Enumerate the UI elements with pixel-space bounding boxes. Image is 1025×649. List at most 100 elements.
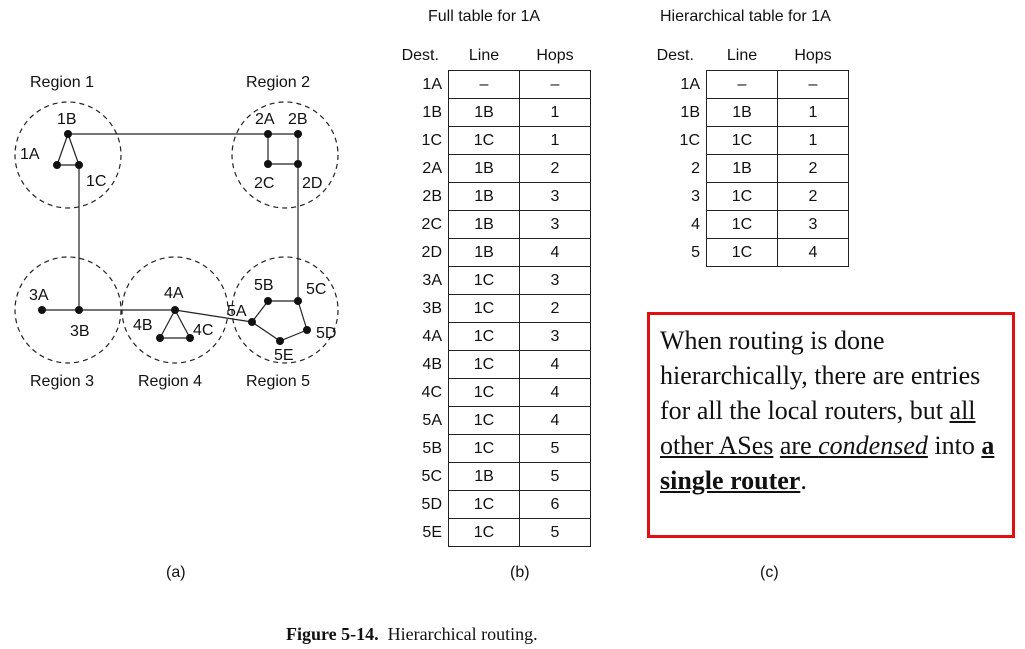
annotation-box: When routing is done hierarchically, the…	[647, 312, 1015, 538]
router-3A-node	[38, 306, 46, 314]
dest-cell: 2	[691, 159, 700, 177]
router-5B-node	[264, 297, 272, 305]
note-bold: a single router	[660, 431, 995, 495]
router-1B-node	[64, 130, 72, 138]
line-cell: 1C	[448, 490, 520, 519]
line-cell: 1B	[448, 210, 520, 239]
router-2A-node	[264, 130, 272, 138]
hops-cell: –	[777, 70, 849, 99]
router-4A-node	[171, 306, 179, 314]
hops-cell: –	[519, 70, 591, 99]
dest-cell: 1C	[421, 131, 442, 149]
router-5E-node	[276, 337, 284, 345]
router-label: 5C	[306, 281, 326, 298]
region-2-circle	[231, 101, 339, 209]
hops-cell: 4	[519, 350, 591, 379]
column-header: Dest.	[401, 47, 439, 65]
router-label: 3B	[70, 323, 90, 340]
hops-cell: 5	[519, 434, 591, 463]
dest-cell: 2D	[421, 243, 442, 261]
router-5D-node	[303, 326, 311, 334]
hier-table-label: (c)	[760, 564, 779, 581]
line-cell: 1C	[448, 406, 520, 435]
dest-cell: 4C	[421, 383, 442, 401]
dest-cell: 4B	[422, 355, 442, 373]
note-underlined: are	[779, 431, 819, 460]
router-label: 4A	[164, 285, 184, 302]
line-cell: 1C	[448, 266, 520, 295]
line-cell: 1C	[706, 238, 778, 267]
hops-cell: 6	[519, 490, 591, 519]
hops-cell: 1	[777, 126, 849, 155]
note-text: When routing is done hierarchically, the…	[660, 326, 981, 425]
dest-cell: 3B	[422, 299, 442, 317]
router-label: 2B	[288, 111, 308, 128]
line-cell: 1C	[706, 182, 778, 211]
dest-cell: 3	[691, 187, 700, 205]
hops-cell: 4	[519, 238, 591, 267]
dest-cell: 5C	[421, 467, 442, 485]
line-cell: –	[706, 70, 778, 99]
line-cell: 1C	[448, 350, 520, 379]
router-label: 1C	[86, 173, 106, 190]
router-label: 5A	[227, 303, 247, 320]
hops-cell: 3	[519, 210, 591, 239]
dest-cell: 5B	[422, 439, 442, 457]
line-cell: –	[448, 70, 520, 99]
line-cell: 1B	[448, 154, 520, 183]
table-row: 1A––	[392, 70, 591, 99]
line-cell: 1C	[706, 210, 778, 239]
router-label: 5E	[274, 347, 294, 364]
hops-cell: 4	[519, 406, 591, 435]
note-underlined: all other ASes	[660, 396, 976, 460]
dest-cell: 5D	[421, 495, 442, 513]
column-header: Line	[468, 47, 500, 64]
router-label: 4B	[133, 317, 153, 334]
figure-caption: Figure 5-14. Hierarchical routing.	[286, 624, 538, 645]
router-4C-node	[186, 334, 194, 342]
note-italic: condensed	[818, 431, 928, 460]
line-cell: 1B	[448, 98, 520, 127]
hops-cell: 5	[519, 462, 591, 491]
full-table-title: Full table for 1A	[428, 8, 541, 25]
dest-cell: 4A	[422, 327, 442, 345]
line-cell: 1C	[448, 378, 520, 407]
hops-cell: 2	[519, 294, 591, 323]
region-label: Region 5	[246, 373, 310, 390]
hops-cell: 1	[519, 126, 591, 155]
router-label: 1B	[57, 111, 77, 128]
router-label: 2C	[254, 175, 274, 192]
router-1A-node	[53, 161, 61, 169]
dest-cell: 1C	[679, 131, 700, 149]
router-5C-node	[294, 297, 302, 305]
router-4B-node	[156, 334, 164, 342]
router-label: 2A	[255, 111, 275, 128]
full-table-label: (b)	[510, 564, 530, 581]
dest-cell: 5	[691, 243, 700, 261]
dest-cell: 1B	[422, 103, 442, 121]
hops-cell: 4	[519, 378, 591, 407]
router-2C-node	[264, 160, 272, 168]
hops-cell: 1	[777, 98, 849, 127]
dest-cell: 1A	[680, 75, 700, 93]
router-label: 5B	[254, 277, 274, 294]
line-cell: 1B	[448, 238, 520, 267]
region-label: Region 4	[138, 373, 202, 390]
note-text: into	[927, 431, 982, 460]
network-diagram: Region 1 Region 2 Region 3 Region 4 Regi…	[14, 74, 339, 390]
